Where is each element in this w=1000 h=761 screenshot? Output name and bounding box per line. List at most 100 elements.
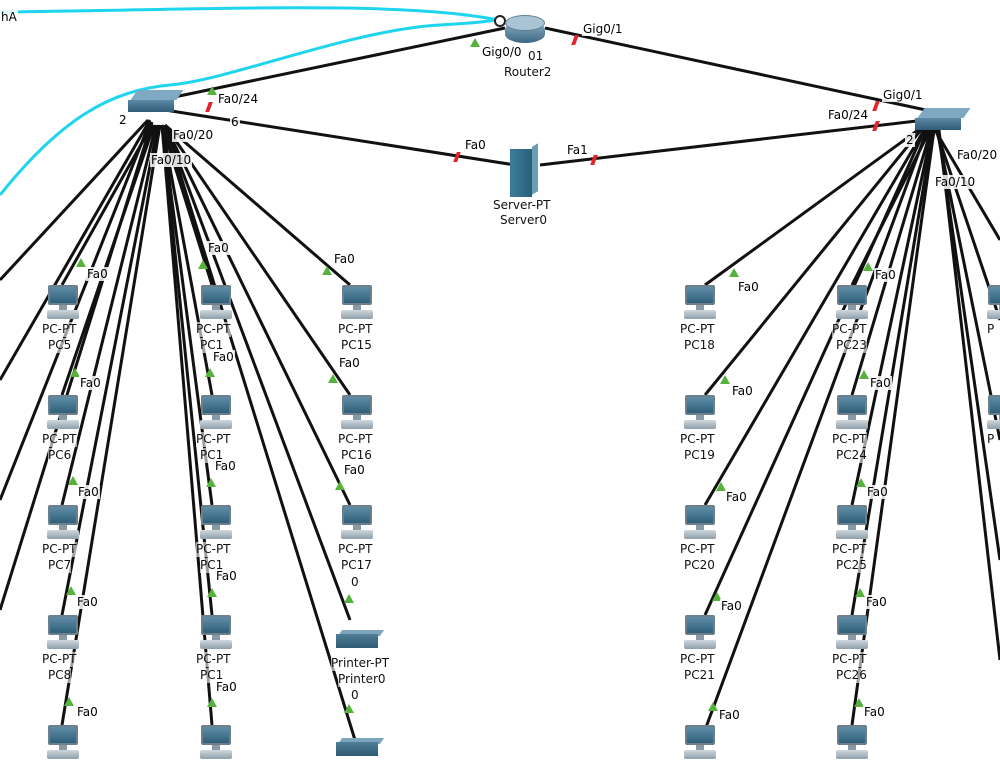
switch-right-icon[interactable] [915, 108, 971, 130]
pc-icon[interactable] [45, 725, 81, 761]
pc-icon[interactable] [45, 285, 81, 321]
router-name: Router2 [504, 65, 552, 80]
link-up-indicator [207, 588, 217, 597]
port-label: Fa0 [86, 267, 109, 281]
pc-icon[interactable] [45, 615, 81, 651]
pc-icon[interactable] [834, 505, 870, 541]
port-label: Fa0 [343, 463, 366, 477]
switch-right-port-fa010: Fa0/10 [934, 175, 977, 189]
link-up-indicator [712, 592, 722, 601]
link-up-indicator [70, 368, 80, 377]
pc-model: PC-PT [338, 432, 373, 447]
digit-label: 0 [351, 575, 359, 590]
pc-model: PC-PT [680, 542, 715, 557]
pc-model: PC-PT [832, 322, 867, 337]
pc-icon[interactable] [834, 725, 870, 761]
pc-name: PC26 [836, 668, 867, 683]
pc-icon[interactable] [198, 285, 234, 321]
server-model: Server-PT [493, 198, 551, 213]
pc-model: PC-PT [42, 322, 77, 337]
pc-model: PC-PT [832, 542, 867, 557]
port-label: Fa0 [869, 376, 892, 390]
pc-name: PC23 [836, 338, 867, 353]
pc-name: PC24 [836, 448, 867, 463]
server-icon[interactable] [510, 143, 538, 197]
port-label: Fa0 [215, 569, 238, 583]
pc-model: PC-PT [338, 322, 373, 337]
pc-icon[interactable] [198, 395, 234, 431]
switch-left-port-fa010: Fa0/10 [150, 153, 193, 167]
switch-left-port-fa024: Fa0/24 [217, 92, 260, 106]
pc-name: PC5 [48, 338, 72, 353]
link-up-indicator [344, 594, 354, 603]
pc-model: PC-PT [832, 652, 867, 667]
pc-model: PC-PT [42, 652, 77, 667]
pc-icon[interactable] [682, 725, 718, 761]
pc-icon[interactable] [198, 505, 234, 541]
pc-model: PC-PT [42, 542, 77, 557]
port-label: Fa0 [214, 459, 237, 473]
pc-icon[interactable] [834, 395, 870, 431]
pc-icon[interactable] [339, 395, 375, 431]
switch-left-icon[interactable] [128, 90, 184, 112]
pc-icon[interactable] [834, 285, 870, 321]
pc-name: PC15 [341, 338, 372, 353]
pc-name: PC21 [684, 668, 715, 683]
port-label: Fa0 [718, 708, 741, 722]
printer-icon[interactable] [336, 630, 386, 650]
server-port-fa1: Fa1 [566, 143, 589, 157]
router-icon[interactable] [505, 15, 545, 43]
port-label: Fa0 [725, 490, 748, 504]
pc-icon[interactable] [682, 395, 718, 431]
pc-model: PC-PT [196, 322, 231, 337]
pc-icon[interactable] [834, 615, 870, 651]
pc-icon[interactable] [682, 505, 718, 541]
port-label: Fa0 [863, 705, 886, 719]
link-up-indicator [206, 478, 216, 487]
link-up-indicator [64, 697, 74, 706]
switch-right-partial: 2 [905, 133, 915, 147]
switch-left-partial: 2 [118, 113, 128, 127]
link-up-indicator [859, 370, 869, 379]
pc-model: PC-PT [680, 432, 715, 447]
port-label: Fa0 [76, 595, 99, 609]
switch-right-port-gig01: Gig0/1 [882, 88, 924, 102]
pc-model-partial: P [987, 322, 995, 337]
printer-name: Printer0 [338, 672, 386, 687]
pc-icon[interactable] [985, 285, 1000, 321]
port-label: Fa0 [215, 680, 238, 694]
digit-label: 0 [351, 688, 359, 703]
pc-model: PC-PT [338, 542, 373, 557]
switch-left-port-fa020: Fa0/20 [172, 128, 215, 142]
link-up-indicator [207, 698, 217, 707]
server-port-fa0: Fa0 [464, 138, 487, 152]
pc-name: PC18 [684, 338, 715, 353]
port-label: Fa0 [866, 485, 889, 499]
link-up-indicator [328, 374, 338, 383]
link-up-indicator [205, 368, 215, 377]
pc-name: PC16 [341, 448, 372, 463]
pc-name: PC20 [684, 558, 715, 573]
pc-icon[interactable] [682, 285, 718, 321]
link-up-indicator [207, 86, 217, 95]
switch-left-partial2: 6 [230, 115, 240, 129]
pc-icon[interactable] [198, 615, 234, 651]
pc-icon[interactable] [985, 395, 1000, 431]
pc-model: PC-PT [42, 432, 77, 447]
pc-icon[interactable] [45, 505, 81, 541]
pc-icon[interactable] [682, 615, 718, 651]
port-label: Fa0 [731, 384, 754, 398]
pc-icon[interactable] [198, 725, 234, 761]
port-label: Fa0 [207, 241, 230, 255]
pc-icon[interactable] [339, 505, 375, 541]
link-up-indicator [855, 588, 865, 597]
printer-icon[interactable] [336, 738, 386, 758]
link-up-indicator [729, 268, 739, 277]
pc-name-partial: PC1 [200, 338, 224, 353]
pc-icon[interactable] [339, 285, 375, 321]
pc-name: PC25 [836, 558, 867, 573]
port-label: Fa0 [76, 705, 99, 719]
switch-right-port-fa024: Fa0/24 [827, 108, 870, 122]
link-up-indicator [335, 481, 345, 490]
pc-icon[interactable] [45, 395, 81, 431]
